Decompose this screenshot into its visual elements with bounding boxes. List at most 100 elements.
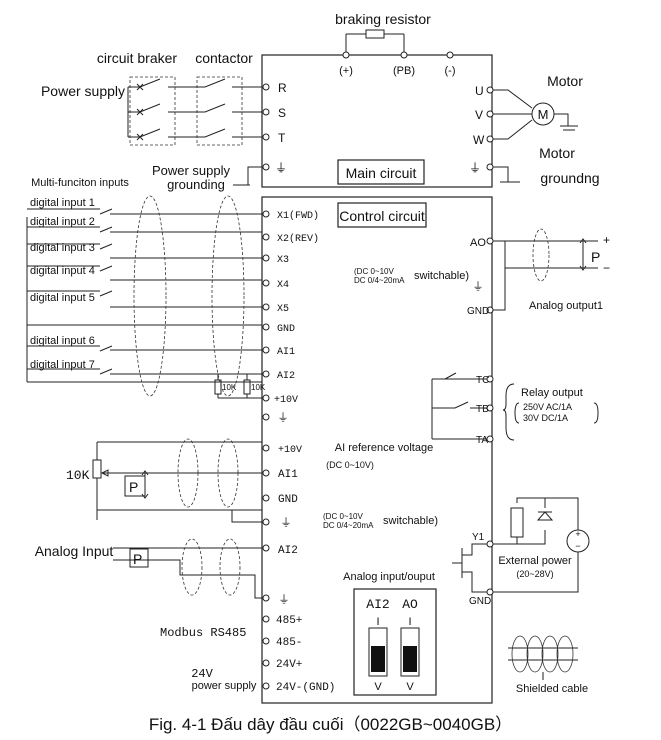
terminal-ai1-2-label: AI1 [278,469,298,481]
power-supply-label: Power supply [41,83,125,99]
terminal-t-label: T [278,131,286,145]
ao-switchable-label: switchable) [414,270,469,282]
terminal-ground-ao: ⏚ [473,280,484,293]
ai-switch-line-2: DC 0/4~20mA [323,521,374,530]
digital-input-6-label: digital input 6 [30,335,95,347]
contactor-box [196,76,243,146]
power-supply-grounding-label-2: grounding [167,177,225,192]
potentiometer-label: 10K [66,468,90,483]
relay-spec-1: 250V AC/1A [523,402,572,412]
shielded-cable-symbol [508,635,578,680]
digital-input-1-label: digital input 1 [30,197,95,209]
external-diode [536,511,554,521]
ao-minus: − [603,261,610,275]
motor-grounding-label-2: groundng [540,170,599,186]
terminal-x1-label: X1(FWD) [277,210,319,222]
shield-ellipse-1 [133,195,167,397]
terminal-s-label: S [278,106,286,120]
terminal-ai1-label: AI1 [277,347,295,358]
modbus-label: Modbus RS485 [160,626,246,640]
ao-shield [532,228,550,282]
control-left-terminals [262,210,270,421]
ao-plus: + [603,233,610,247]
terminal-w-label: W [473,133,485,147]
control-circuit-box [261,196,493,704]
motor-grounding-label-1: Motor [539,145,575,161]
terminal-minus-label: (-) [445,65,456,77]
terminal-ai2-2-label: AI2 [278,545,298,557]
digital-input-2-label: digital input 2 [30,216,95,228]
external-power-range: (20~28V) [516,569,553,579]
digital-input-4-label: digital input 4 [30,265,95,277]
terminal-u-label: U [475,84,484,98]
terminal-ground-2: ⏚ [281,516,292,529]
dip-ao-v: V [406,681,414,693]
ao-switch-line-1: (DC 0~10V [354,267,394,276]
resistor-10k-2-label: 10K [251,383,266,392]
ext-power-minus: − [575,541,580,551]
terminal-gnd-3-label: GND [469,596,491,607]
terminal-ao-label: AO [470,237,486,249]
motor-ground [554,113,578,131]
ai-switchable-label: switchable) [383,515,438,527]
ai2-p-label: P [133,551,142,567]
terminal-x3-label: X3 [277,255,289,266]
main-circuit-label: Main circuit [346,165,417,181]
terminal-ta-label: TA [476,435,488,446]
main-circuit-label-box [337,159,425,185]
digital-input-3-label: digital input 3 [30,242,95,254]
ai1-shield [177,438,199,508]
ground-symbol-left: ⏚ [275,161,287,175]
analog-output1-label: Analog output1 [529,300,603,312]
dip-switch-box [353,588,437,696]
terminal-tc-label: TC [476,375,489,386]
ai1-p-label: P [129,479,138,495]
contactor-label: contactor [195,50,253,66]
terminal-485n-label: 485- [276,637,302,649]
terminal-x2-label: X2(REV) [277,233,319,245]
digital-inputs [26,208,262,383]
terminal-10v-label: +10V [274,395,298,406]
circuit-breaker-label: circuit braker [97,50,177,66]
dip-ai2-label: AI2 [366,597,389,612]
motor-glyph: M [538,107,549,122]
terminal-minus [446,51,454,59]
resistor-symbol [365,29,385,39]
external-power-source [566,529,590,553]
ext-power-plus: + [575,529,580,539]
dip-ai2-v: V [374,681,382,693]
motor-label: Motor [547,73,583,89]
dip-ao-label: AO [402,597,418,612]
control-circuit-label-box [337,202,427,228]
resistor-10k-1-label: 10K [222,383,237,392]
terminal-ai2-label: AI2 [277,371,295,382]
external-relay-coil [510,507,524,538]
ai-reference-label: AI reference voltage [335,442,433,454]
external-power-label: External power [498,555,572,567]
potentiometer-10k [92,459,102,479]
terminal-10v-2-label: +10V [278,445,302,456]
terminal-gnd-right-label: GND [467,306,489,317]
shielded-cable-label: Shielded cable [516,683,588,695]
terminal-plus [342,51,350,59]
grounding-wire [233,166,262,186]
dip-switch-ai2-knob [371,646,385,672]
terminal-y1-label: Y1 [472,532,485,543]
ao-switch-line-2: DC 0/4~20mA [354,276,405,285]
terminal-24v-gnd-label: 24V-(GND) [276,682,335,694]
ai1-shield-2 [217,438,239,508]
terminal-pb [400,51,408,59]
ai-switch-line-1: (DC 0~10V [323,512,363,521]
terminal-ground-1: ⏚ [278,411,289,424]
dip-ai2-i: I [376,616,379,628]
ps24-label-2: power supply [192,680,257,692]
ao-p-label: P [591,249,600,265]
terminal-x4-label: X4 [277,280,289,291]
relay-spec-2: 30V DC/1A [523,413,568,423]
ai2-p-box [129,548,149,568]
digital-input-7-label: digital input 7 [30,359,95,371]
ps24-label-1: 24V [191,667,213,681]
braking-resistor-label: braking resistor [335,11,431,27]
terminal-485p-label: 485+ [276,615,302,627]
shield-ellipse-2 [211,195,245,397]
